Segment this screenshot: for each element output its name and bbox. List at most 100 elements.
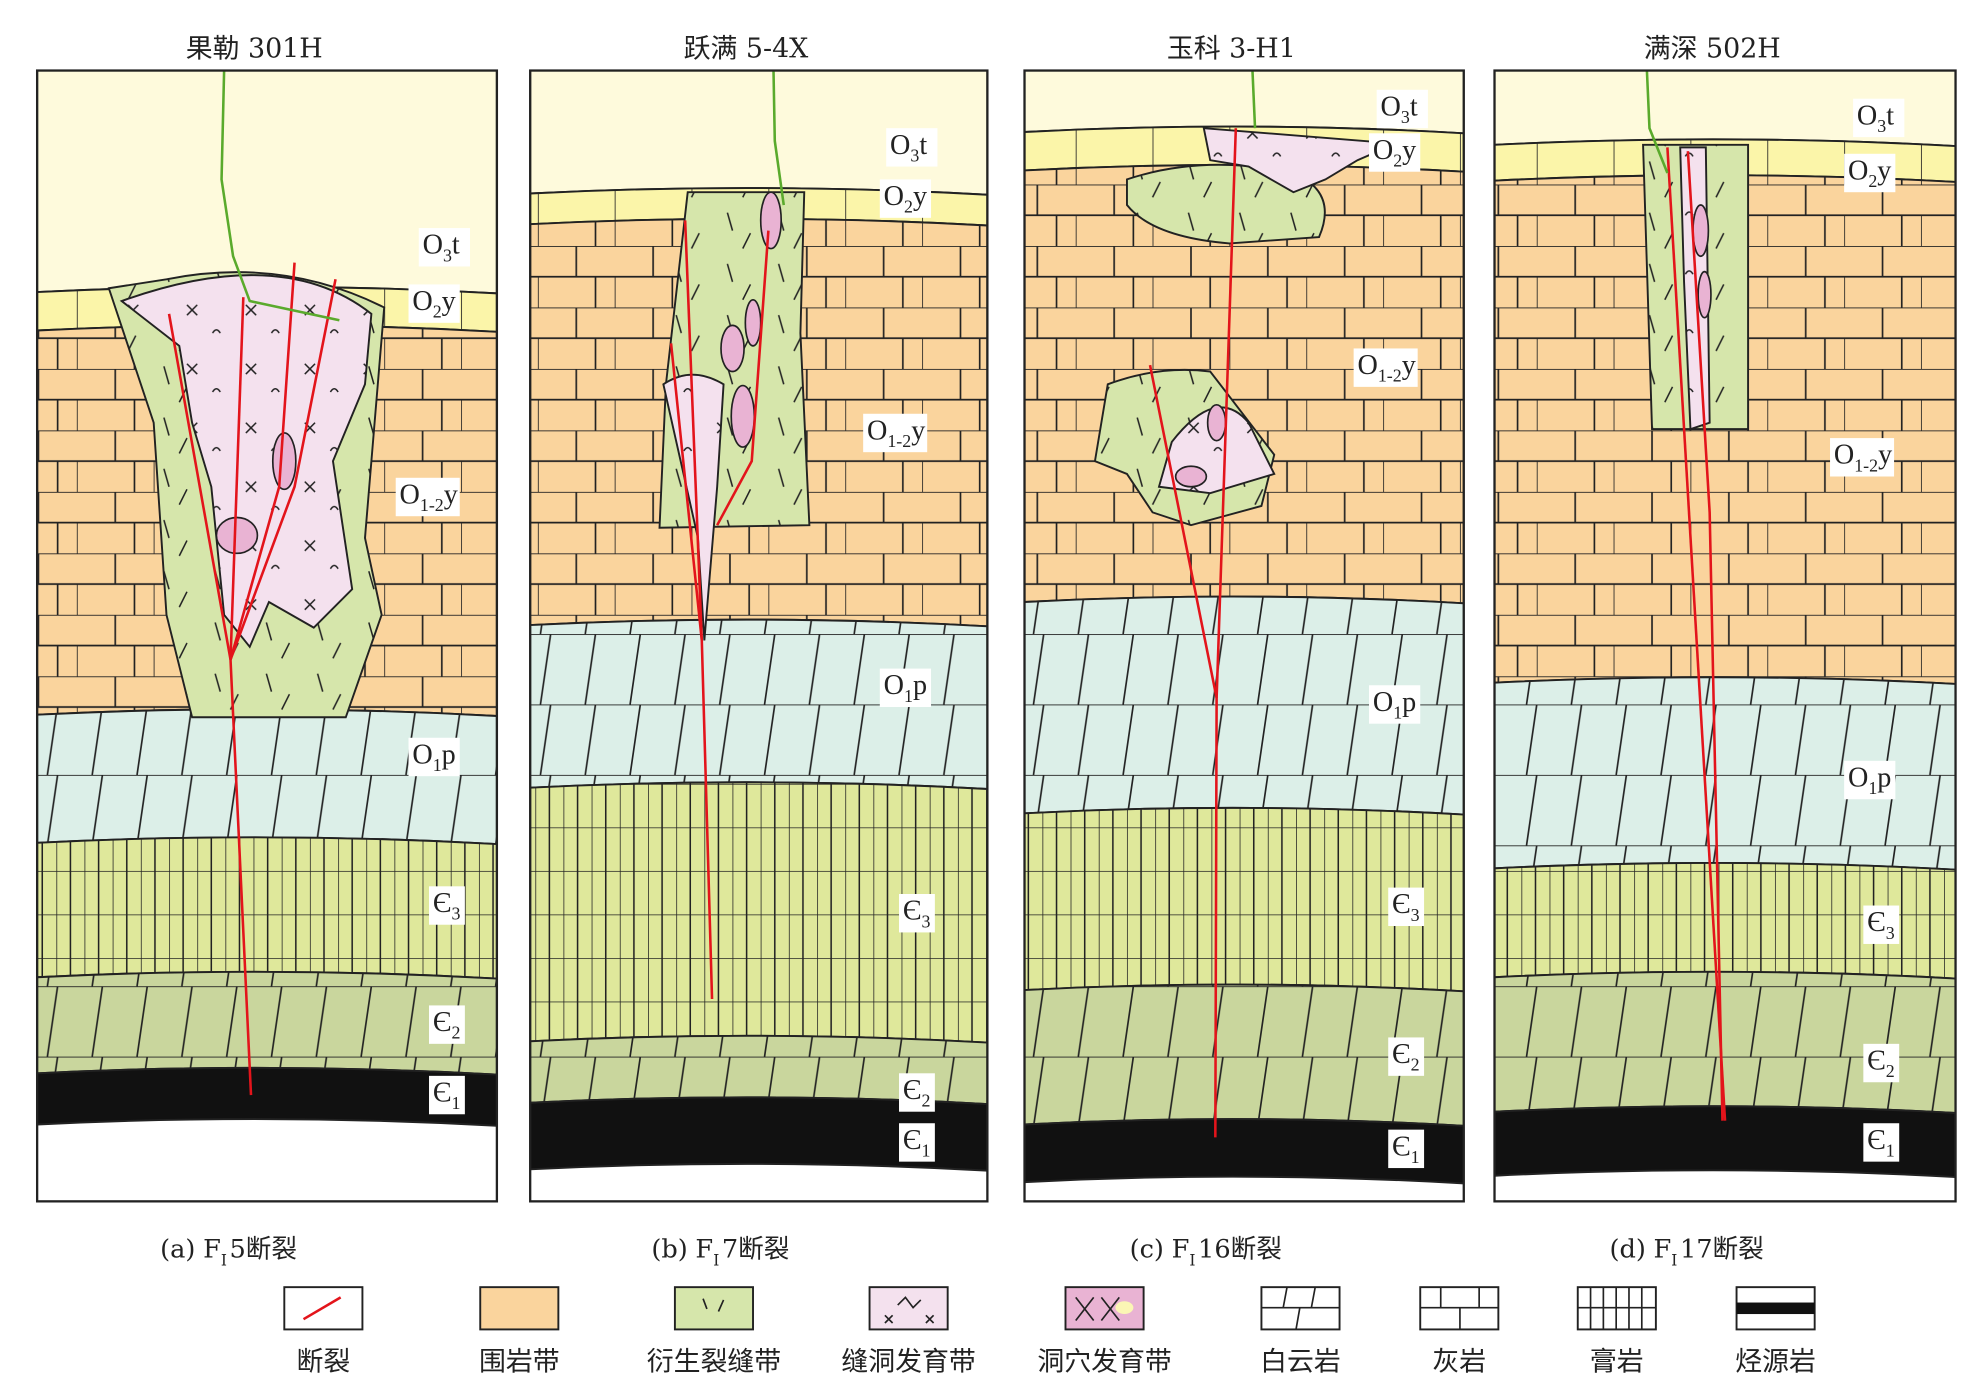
layer-E1 — [1024, 1118, 1464, 1185]
label-main: Є — [1392, 1131, 1411, 1162]
cave-zone — [1692, 204, 1710, 258]
label-suffix: p — [1877, 762, 1891, 793]
label-sub: 1 — [1411, 1147, 1420, 1167]
label-suffix: t — [452, 230, 460, 261]
label-main: O — [412, 739, 432, 770]
label-sub: 1 — [433, 755, 442, 775]
label-main: O — [1857, 100, 1877, 131]
legend-label: 烃源岩 — [1735, 1346, 1816, 1377]
label-main: O — [423, 230, 443, 261]
formation-label: Є2 — [1863, 1043, 1900, 1083]
formation-label: O2y — [1369, 133, 1421, 172]
legend-item: 洞穴发育带 — [1037, 1286, 1172, 1377]
layer-E1 — [37, 1066, 497, 1127]
legend-item: 断裂 — [283, 1286, 364, 1377]
formation-label: O1-2y — [863, 413, 928, 453]
formation-label: Є1 — [1863, 1123, 1900, 1162]
formation-label: O1-2y — [1830, 438, 1895, 477]
panel-frame — [529, 69, 989, 1203]
svg-text:O1-2y: O1-2y — [400, 479, 458, 515]
svg-text:Є2: Є2 — [1392, 1039, 1420, 1075]
fault-line — [716, 230, 770, 526]
formation-label: Є2 — [429, 1005, 465, 1044]
formation-label: O2y — [408, 284, 460, 323]
formation-label: O3t — [1376, 89, 1428, 129]
formation-label: Є2 — [1388, 1037, 1425, 1076]
svg-text:Є1: Є1 — [1392, 1131, 1420, 1167]
cave-zone — [759, 191, 783, 250]
fault-line — [1666, 147, 1727, 1121]
label-main: Є — [433, 888, 452, 919]
svg-text:O2y: O2y — [884, 181, 927, 217]
layer-E1 — [530, 1096, 988, 1172]
label-main: O — [412, 286, 432, 317]
layer-texture — [37, 837, 497, 979]
label-sub: 2 — [921, 1091, 930, 1111]
formation-label: O3t — [886, 128, 938, 167]
legend-item: 衍生裂缝带 — [647, 1286, 781, 1377]
label-sub: 2 — [1411, 1055, 1420, 1075]
well-trajectory — [772, 70, 786, 206]
layer-texture — [1024, 164, 1464, 604]
label-main: Є — [433, 1077, 452, 1108]
label-suffix: y — [911, 415, 925, 446]
layer-texture — [37, 971, 497, 1075]
svg-text:Є3: Є3 — [433, 888, 461, 924]
label-sub: 3 — [451, 904, 460, 924]
label-sub: 1-2 — [420, 495, 444, 515]
label-main: Є — [1392, 889, 1411, 920]
legend-item: 灰岩 — [1419, 1286, 1500, 1377]
layer-texture — [37, 709, 497, 845]
formation-label: O2y — [1844, 153, 1896, 193]
label-sub: 2 — [904, 197, 913, 217]
label-sub: 2 — [433, 302, 442, 322]
label-main: Є — [433, 1007, 452, 1038]
label-sub: 3 — [443, 245, 452, 265]
label-sub: 2 — [451, 1023, 460, 1043]
svg-text:O3t: O3t — [890, 130, 927, 166]
legend-item: 膏岩 — [1576, 1286, 1657, 1377]
layer-texture — [530, 1035, 988, 1105]
formation-label: Є1 — [1388, 1129, 1425, 1169]
layer-E1 — [1494, 1105, 1956, 1178]
cave-zone-icon — [1064, 1286, 1145, 1331]
label-main: Є — [903, 896, 922, 927]
zone-texture — [1158, 128, 1396, 494]
panel-frame — [1493, 69, 1957, 1203]
host-rock-zone-icon — [479, 1286, 560, 1331]
label-main: Є — [1867, 1045, 1886, 1076]
layer-texture — [1024, 596, 1464, 815]
formation-label: O1p — [1844, 760, 1896, 800]
label-sub: 1-2 — [1378, 366, 1402, 386]
svg-text:O2y: O2y — [1373, 135, 1416, 171]
zone-texture — [663, 374, 724, 641]
label-suffix: t — [919, 130, 927, 161]
fault-line — [229, 262, 296, 660]
fault-line — [1148, 364, 1218, 699]
label-sub: 2 — [1393, 151, 1402, 171]
layer-texture — [1494, 971, 1956, 1113]
svg-text:O3t: O3t — [1381, 91, 1418, 127]
legend-item: 围岩带 — [479, 1286, 560, 1377]
gypsum-icon — [1576, 1286, 1657, 1331]
label-main: Є — [1867, 907, 1886, 938]
label-main: O — [1834, 440, 1854, 471]
label-sub: 1-2 — [1854, 455, 1878, 475]
layer-texture — [1494, 677, 1956, 870]
legend-item: 烃源岩 — [1735, 1286, 1816, 1377]
label-suffix: y — [442, 286, 456, 317]
svg-text:O1p: O1p — [412, 739, 455, 775]
label-sub: 1 — [1886, 1141, 1895, 1161]
label-main: O — [867, 415, 887, 446]
svg-text:O1p: O1p — [884, 670, 927, 706]
well-title: 玉科 3-H1 — [1167, 34, 1296, 65]
formation-label: O1-2y — [1353, 348, 1418, 387]
label-suffix: y — [1877, 155, 1891, 186]
legend-label: 白云岩 — [1260, 1346, 1341, 1377]
zone-texture — [1094, 164, 1325, 526]
